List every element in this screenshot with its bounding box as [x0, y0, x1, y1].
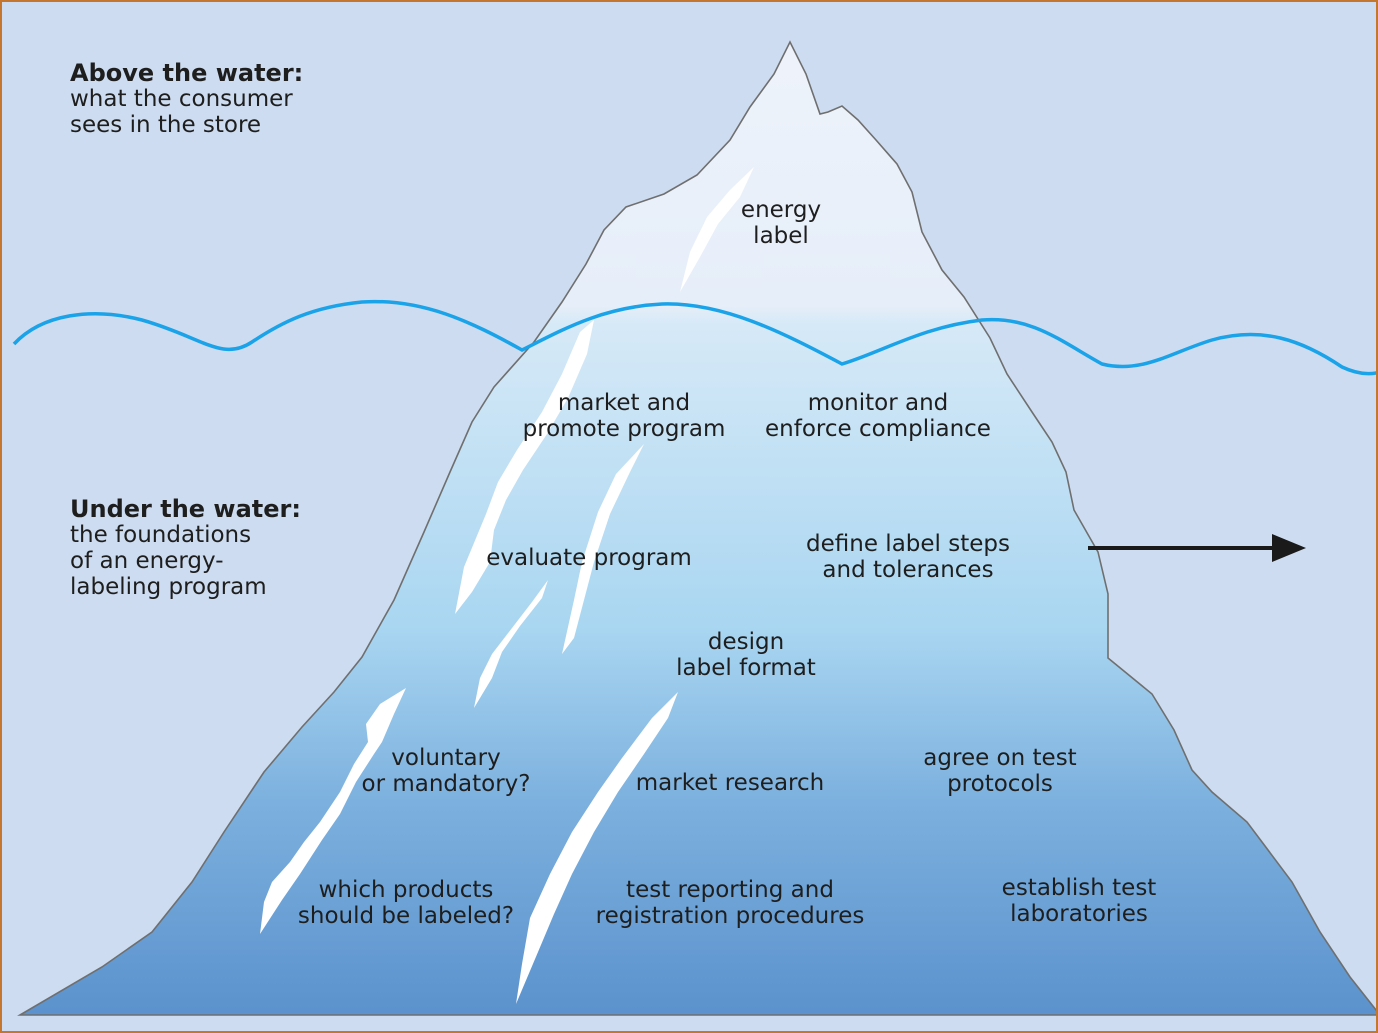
crevasse-lower-left — [260, 688, 406, 934]
foundation-item: agree on test protocols — [923, 745, 1077, 797]
foundation-item: establish test laboratories — [1001, 875, 1157, 927]
foundation-item: which products should be labeled? — [297, 877, 515, 929]
foundation-item: define label steps and tolerances — [806, 531, 1010, 583]
above-water-caption: Above the water: what the consumer sees … — [70, 60, 303, 138]
crevasse-small — [474, 580, 548, 708]
foundation-item: market research — [635, 770, 825, 796]
above-water-heading: Above the water: — [70, 59, 304, 87]
crevasse-long-left — [455, 320, 594, 614]
under-water-text: the foundations of an energy- labeling p… — [70, 522, 267, 600]
arrow-right-icon — [1088, 534, 1306, 562]
foundation-item: monitor and enforce compliance — [765, 390, 991, 442]
waterline — [12, 299, 1376, 376]
foundation-item: test reporting and registration procedur… — [595, 877, 865, 929]
under-water-heading: Under the water: — [70, 495, 301, 523]
crevasse-tip — [680, 167, 754, 292]
iceberg-tip-label: energy label — [740, 197, 822, 249]
ice-crevasses — [260, 167, 754, 1004]
foundation-item: market and promote program — [522, 390, 726, 442]
crevasse-long-right — [562, 444, 644, 654]
crevasse-lower-center — [516, 692, 678, 1004]
foundation-item: evaluate program — [486, 545, 692, 571]
under-water-caption: Under the water: the foundations of an e… — [70, 496, 301, 600]
foundation-item: design label format — [676, 629, 816, 681]
foundation-item: voluntary or mandatory? — [361, 745, 531, 797]
above-water-text: what the consumer sees in the store — [70, 86, 293, 138]
